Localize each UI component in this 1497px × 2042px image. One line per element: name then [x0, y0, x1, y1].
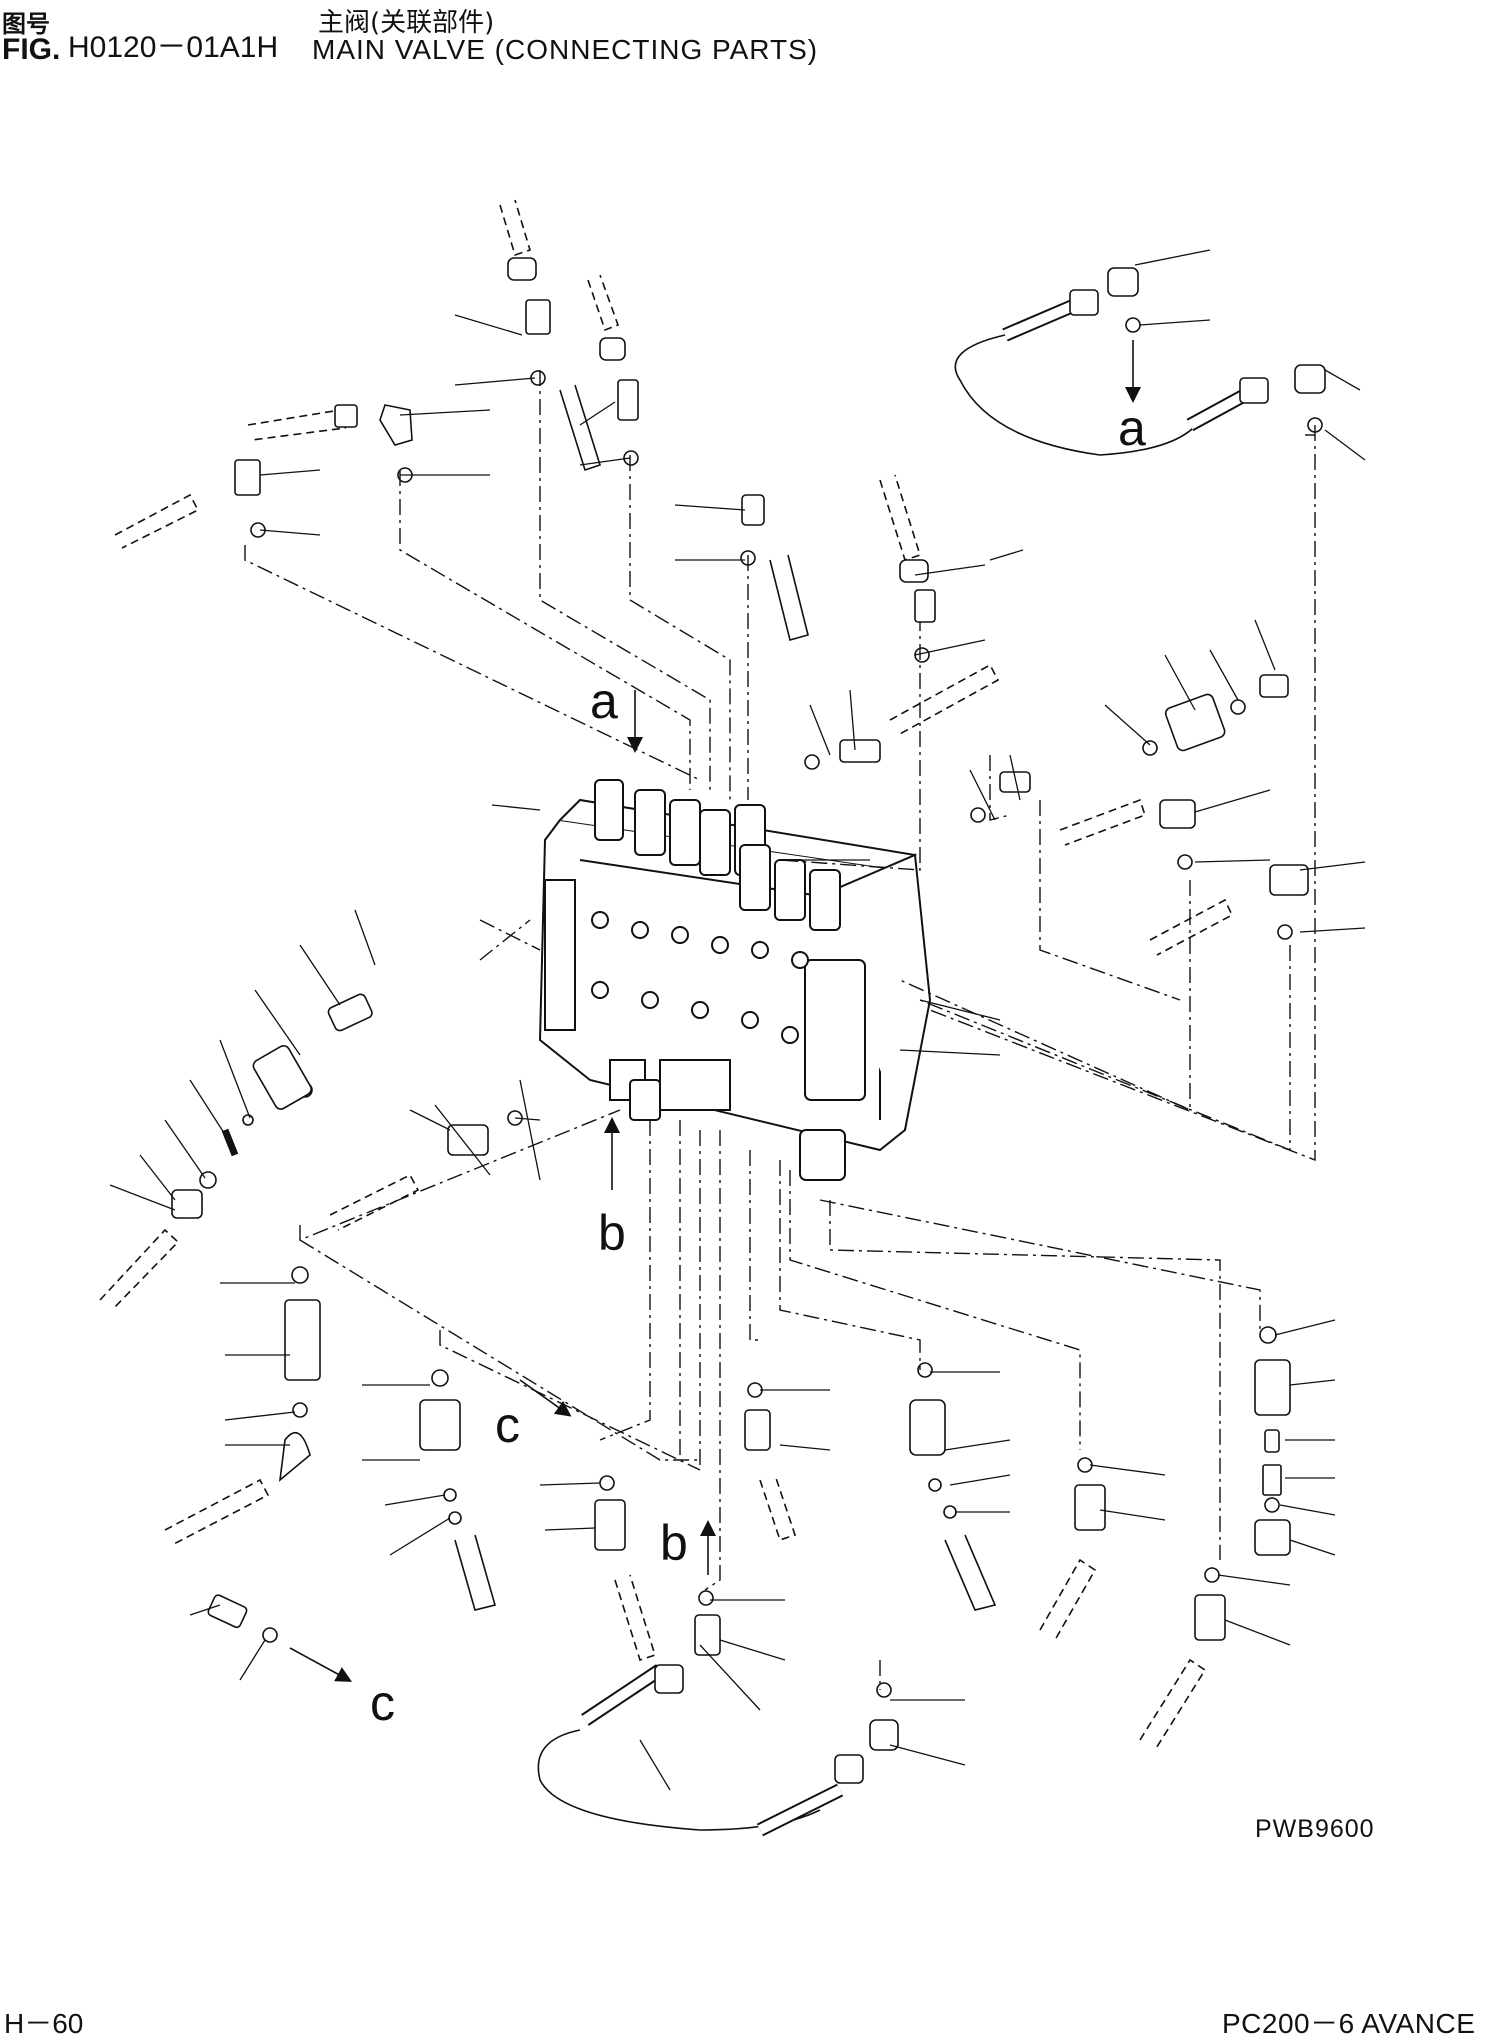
- model-name: PC200－6 AVANCE: [1222, 2008, 1476, 2039]
- callout-c-mid: c: [495, 1397, 520, 1453]
- fig-number: H0120－01A1H: [68, 31, 279, 64]
- title-en: MAIN VALVE (CONNECTING PARTS): [312, 34, 819, 65]
- direction-arrows: [289, 340, 1141, 1682]
- callout-leaders: [109, 249, 1366, 1791]
- hoses: [99, 199, 1326, 1837]
- callout-c-lower: c: [370, 1675, 395, 1731]
- fig-label-cn: 图号: [2, 10, 50, 38]
- page-number: H－60: [4, 2008, 84, 2039]
- fig-label-en: FIG.: [2, 33, 61, 66]
- callout-a-valve: a: [590, 673, 618, 729]
- callout-a-top: a: [1118, 400, 1146, 456]
- callout-b-lower: b: [660, 1515, 688, 1571]
- piping-routes: [244, 370, 1316, 1690]
- callout-b-valve: b: [598, 1205, 626, 1261]
- drawing-code: PWB9600: [1255, 1815, 1375, 1843]
- title-cn: 主阀(关联部件): [318, 8, 495, 38]
- main-valve-body: [538, 779, 932, 1181]
